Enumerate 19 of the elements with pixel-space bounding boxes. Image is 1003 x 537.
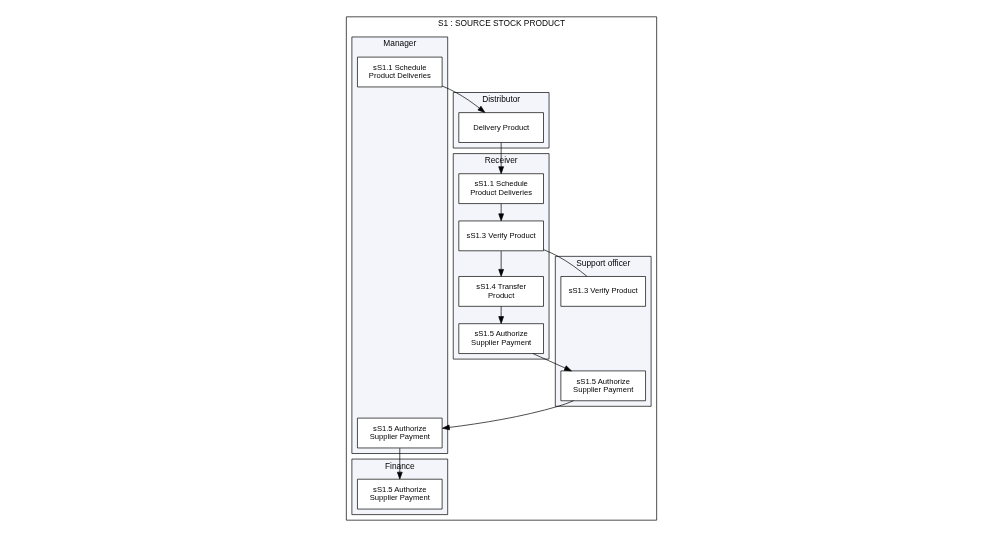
node-box: sS1.3 Verify Product: [458, 220, 544, 252]
arrow: [498, 306, 504, 324]
node-box: sS1.5 Authorize Supplier Payment: [560, 370, 646, 402]
node-box: sS1.1 Schedule Product Deliveries: [357, 56, 443, 88]
arrow: [498, 250, 504, 277]
node-box: sS1.5 Authorize Supplier Payment: [357, 478, 443, 510]
node-box: Delivery Product: [458, 112, 544, 143]
node-box: sS1.1 Schedule Product Deliveries: [458, 173, 544, 204]
node-box: sS1.4 Transfer Product: [458, 276, 544, 307]
arrow: [442, 400, 574, 431]
arrow: [498, 203, 504, 222]
arrow: [441, 85, 486, 113]
connector: [543, 249, 588, 277]
node-box: sS1.5 Authorize Supplier Payment: [458, 323, 544, 354]
arrow: [397, 447, 403, 480]
node-box: sS1.5 Authorize Supplier Payment: [357, 417, 443, 449]
node-box: sS1.3 Verify Product: [560, 276, 646, 307]
arrow: [498, 142, 504, 174]
arrow: [532, 353, 572, 372]
